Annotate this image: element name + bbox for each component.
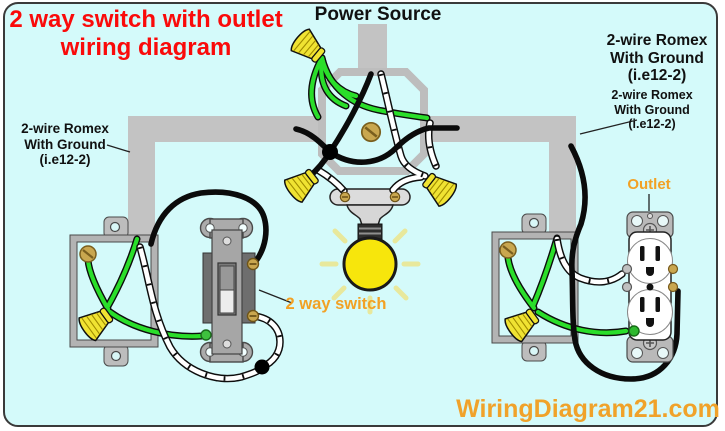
romex-right-small-label-line1: 2-wire Romex (611, 88, 692, 102)
mounting-hole-icon (631, 215, 643, 227)
mounting-hole-icon (657, 215, 669, 227)
diagram-title-line1: 2 way switch with outlet (9, 6, 282, 33)
fixture-screw-icon (389, 191, 401, 203)
diagram-title-line2: wiring diagram (60, 34, 232, 61)
receptacle-face (627, 238, 673, 284)
mounting-hole-icon (110, 350, 122, 362)
neutral-wire-junction (314, 70, 440, 195)
switch-terminal-screw-icon (246, 257, 260, 271)
romex-left-pointer (106, 144, 131, 153)
hot-terminal-screw-icon (667, 281, 679, 293)
splice-dot-icon (322, 144, 338, 160)
switch-toggle (219, 289, 235, 314)
outlet-side-terminals (621, 263, 679, 337)
hot-terminal-screw-icon (667, 263, 679, 275)
switch-ground-screw-icon (200, 329, 212, 341)
neutral-terminal-screw-icon (621, 263, 633, 275)
romex-right-small-label-line3: (i.e12-2) (628, 117, 675, 131)
switch-label-pointer (258, 289, 293, 304)
light-rays-icon (319, 228, 421, 315)
ceiling-light-fixture (329, 188, 411, 240)
switch-toggle (219, 265, 235, 291)
strap-hole-icon (222, 236, 232, 246)
power-source-conduit (358, 24, 387, 74)
receptacle-slots (640, 246, 660, 327)
light-bulb-icon (319, 228, 421, 315)
ground-screw-icon (360, 121, 382, 143)
splice-dot-icon (254, 359, 270, 375)
ground-wire-left-box (84, 235, 206, 340)
neutral-wire-switch-loop (136, 243, 284, 383)
ground-screw-icon (498, 240, 518, 260)
power-source-label: Power Source (315, 4, 442, 25)
romex-right-large-label-line2: With Ground (610, 50, 704, 67)
mounting-hole-icon (631, 347, 643, 359)
switch-label: 2 way switch (286, 295, 387, 313)
duplex-outlet (621, 211, 679, 363)
strap-hole-icon (647, 213, 653, 219)
ground-wire-junction (308, 54, 431, 122)
switch-terminal-screw-icon (246, 309, 260, 323)
mounting-hole-icon (528, 345, 540, 357)
neutral-terminal-screw-icon (621, 281, 633, 293)
right-vertical-conduit (549, 116, 576, 233)
romex-left-label-line1: 2-wire Romex (21, 121, 109, 136)
romex-left-label-line3: (i.e12-2) (39, 152, 90, 167)
romex-left-label-line2: With Ground (24, 137, 106, 152)
mounting-hole-icon (528, 217, 540, 229)
fixture-screw-icon (339, 191, 351, 203)
left-horizontal-conduit (128, 116, 324, 142)
outlet-ground-screw-icon (628, 325, 640, 337)
mounting-hole-icon (657, 347, 669, 359)
watermark: WiringDiagram21.com (456, 395, 720, 423)
romex-right-small-label-line2: With Ground (614, 103, 690, 117)
hot-wire-to-outlet (568, 143, 681, 382)
romex-right-pointer (579, 119, 638, 135)
two-way-switch (199, 217, 260, 363)
outlet-label: Outlet (627, 176, 670, 193)
neutral-wire-outlet (553, 235, 626, 286)
strap-hole-icon (222, 339, 232, 349)
left-vertical-conduit (128, 116, 155, 237)
hot-wire-to-switch (148, 189, 269, 264)
romex-right-large-label-line1: 2-wire Romex (607, 32, 708, 49)
ground-screw-icon (78, 244, 98, 264)
mounting-hole-icon (109, 221, 121, 233)
romex-right-large-label-line3: (i.e12-2) (628, 67, 687, 84)
